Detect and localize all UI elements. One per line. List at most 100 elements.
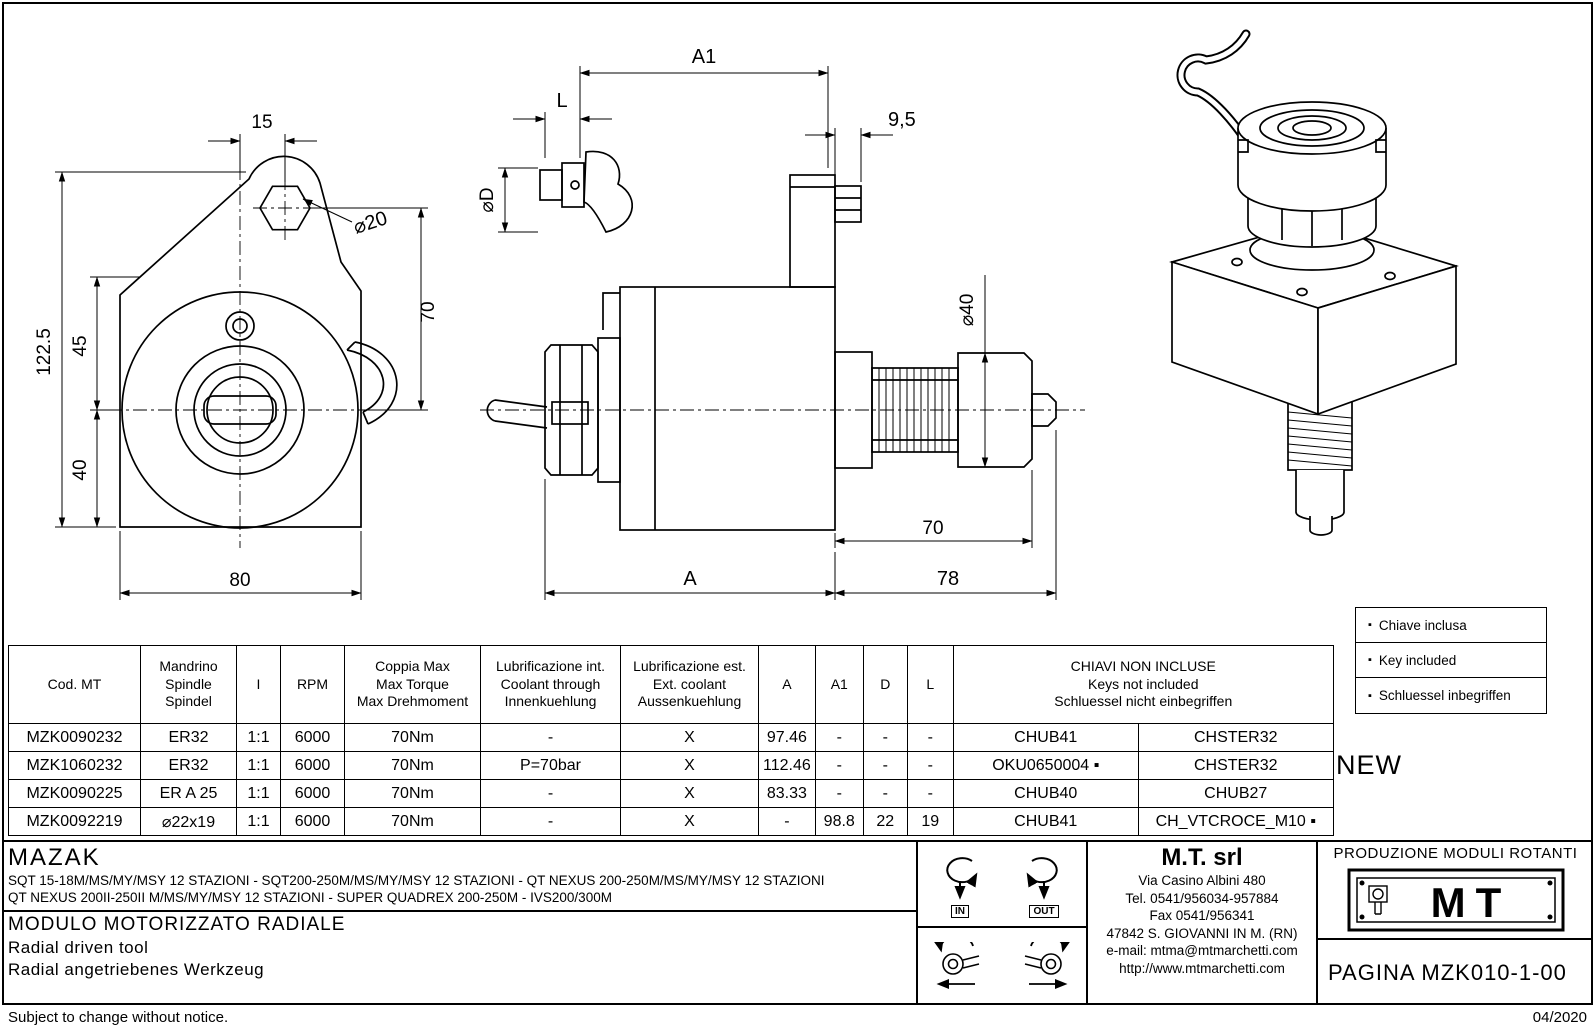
table-cell: 6000	[280, 723, 345, 752]
table-cell: -	[906, 723, 954, 752]
table-cell: -	[480, 723, 621, 752]
dim-dia-d: ⌀D	[477, 187, 498, 212]
table-cell: 98.8	[814, 807, 864, 836]
collet-chuck	[486, 337, 621, 483]
table-cell: CHUB40	[952, 779, 1139, 808]
legend-marker: ▪	[1368, 619, 1372, 631]
dim-78: 78	[937, 568, 959, 590]
rotation-out: OUT	[1016, 851, 1072, 918]
table-cell: MZK0092219	[8, 807, 141, 836]
module-title-en: Radial driven tool	[8, 937, 149, 957]
table-cell: 83.33	[758, 779, 816, 808]
rotation-in: IN	[932, 851, 988, 918]
dim-width-15: 15	[251, 112, 272, 133]
table-cell: MZK0090232	[8, 723, 141, 752]
col-header-cod: Cod. MT	[8, 645, 141, 724]
company-web: http://www.mtmarchetti.com	[1119, 960, 1285, 976]
company-fax: Fax 0541/956341	[1149, 908, 1255, 924]
legend-label-de: Schluessel inbegriffen	[1378, 688, 1511, 703]
table-cell: -	[906, 751, 954, 780]
dim-height-70: 70	[418, 301, 439, 322]
col-header-a1: A1	[814, 645, 864, 724]
dim-height-122-5: 122.5	[34, 328, 55, 376]
company-email: e-mail: mtma@mtmarchetti.com	[1106, 943, 1298, 959]
front-view: 15 ⌀20 122.5 45 40 70	[34, 112, 439, 600]
keys-legend: ▪ Chiave inclusa ▪ Key included ▪ Schlue…	[1355, 607, 1547, 714]
tool-rotation-left-icon	[933, 941, 980, 989]
table-cell: X	[620, 723, 759, 752]
machine-compatibility-list: SQT 15-18M/MS/MY/MSY 12 STAZIONI - SQT20…	[2, 872, 916, 910]
col-header-rpm: RPM	[280, 645, 345, 724]
company-contact: M.T. srl Via Casino Albini 480 Tel. 0541…	[1088, 842, 1318, 1005]
machine-list-line1: SQT 15-18M/MS/MY/MSY 12 STAZIONI - SQT20…	[8, 873, 825, 888]
table-row: MZK1060232 ER32 1:1 6000 70Nm P=70bar X …	[8, 751, 1334, 780]
table-cell: -	[862, 723, 908, 752]
clamp-wedge-detail	[539, 150, 634, 233]
legend-item: ▪ Schluessel inbegriffen	[1356, 678, 1546, 713]
table-cell: CHUB41	[952, 807, 1139, 836]
revision-date: 04/2020	[1532, 1009, 1587, 1026]
logo-tool-glyph	[1367, 885, 1388, 915]
table-cell: -	[814, 751, 864, 780]
dim-height-40: 40	[70, 459, 91, 480]
spindle-body-circles	[121, 291, 359, 529]
tool-rotation-right-icon	[1024, 941, 1071, 989]
mt-logo: MT	[1318, 862, 1593, 938]
dim-70: 70	[922, 518, 943, 539]
body-block-iso	[1169, 221, 1459, 416]
machine-list-line2: QT NEXUS 200II-250II M/MS/MY/MSY 12 STAZ…	[8, 889, 612, 905]
table-cell: CHSTER32	[1137, 751, 1334, 780]
module-titles: MODULO MOTORIZZATO RADIALE Radial driven…	[2, 909, 916, 1005]
spec-table: Cod. MT Mandrino Spindle Spindel I RPM C…	[8, 645, 1334, 836]
front-outline	[119, 155, 362, 528]
output-shaft-iso	[1287, 399, 1353, 536]
module-title-it: MODULO MOTORIZZATO RADIALE	[8, 913, 346, 935]
spindle-rotation-out-icon	[1026, 856, 1058, 900]
legend-item: ▪ Chiave inclusa	[1356, 608, 1546, 643]
table-cell: 6000	[280, 807, 345, 836]
stop-pin-hook	[346, 341, 398, 425]
new-badge: NEW	[1336, 750, 1402, 780]
header-row: Cod. MT Mandrino Spindle Spindel I RPM C…	[8, 645, 1334, 724]
table-cell: 70Nm	[344, 779, 481, 808]
drive-shaft	[834, 351, 1057, 469]
table-row: MZK0090225 ER A 25 1:1 6000 70Nm - X 83.…	[8, 779, 1334, 808]
table-cell: -	[862, 751, 908, 780]
table-cell: 1:1	[236, 723, 281, 752]
title-block-right: PRODUZIONE MODULI ROTANTI MT	[1318, 842, 1593, 1005]
table-cell: -	[758, 807, 816, 836]
table-cell: CH_VTCROCE_M10 ▪	[1137, 807, 1334, 836]
table-cell: MZK1060232	[8, 751, 141, 780]
dim-height-45: 45	[70, 335, 91, 356]
col-header-l: L	[906, 645, 954, 724]
tool-direction-icons	[918, 928, 1086, 1005]
table-cell: 6000	[280, 779, 345, 808]
table-cell: 22	[862, 807, 908, 836]
col-header-coolant-int: Lubrificazione int. Coolant through Inne…	[480, 645, 621, 724]
title-block-left: MAZAK SQT 15-18M/MS/MY/MSY 12 STAZIONI -…	[2, 842, 918, 1005]
change-notice: Subject to change without notice.	[8, 1009, 229, 1026]
brand-title: MAZAK	[8, 844, 101, 871]
legend-label-en: Key included	[1378, 652, 1457, 668]
rotation-arrows: IN OUT	[918, 842, 1086, 928]
col-header-torque: Coppia Max Max Torque Max Drehmoment	[344, 645, 481, 724]
table-cell: ER32	[140, 723, 237, 752]
front-dimensions: 15 ⌀20 122.5 45 40 70	[34, 112, 439, 600]
table-cell: CHUB27	[1137, 779, 1334, 808]
col-header-spindle: Mandrino Spindle Spindel	[140, 645, 237, 724]
production-label: PRODUZIONE MODULI ROTANTI	[1333, 845, 1578, 862]
col-header-coolant-ext: Lubrificazione est. Ext. coolant Aussenk…	[620, 645, 759, 724]
dim-dia-40: ⌀40	[957, 294, 978, 327]
table-cell: 6000	[280, 751, 345, 780]
module-title-de: Radial angetriebenes Werkzeug	[8, 959, 265, 979]
dim-dia-20: ⌀20	[351, 207, 390, 239]
table-row: MZK0092219 ⌀22x19 1:1 6000 70Nm - X - 98…	[8, 807, 1334, 836]
gearbox-body	[619, 286, 836, 531]
table-cell: OKU0650004 ▪	[952, 751, 1139, 780]
legend-item: ▪ Key included	[1356, 643, 1546, 678]
table-cell: X	[620, 779, 759, 808]
table-cell: 70Nm	[344, 751, 481, 780]
dim-a1: A1	[692, 46, 716, 68]
side-dimensions: A1 L ⌀D 9,5 ⌀40	[477, 46, 1057, 600]
